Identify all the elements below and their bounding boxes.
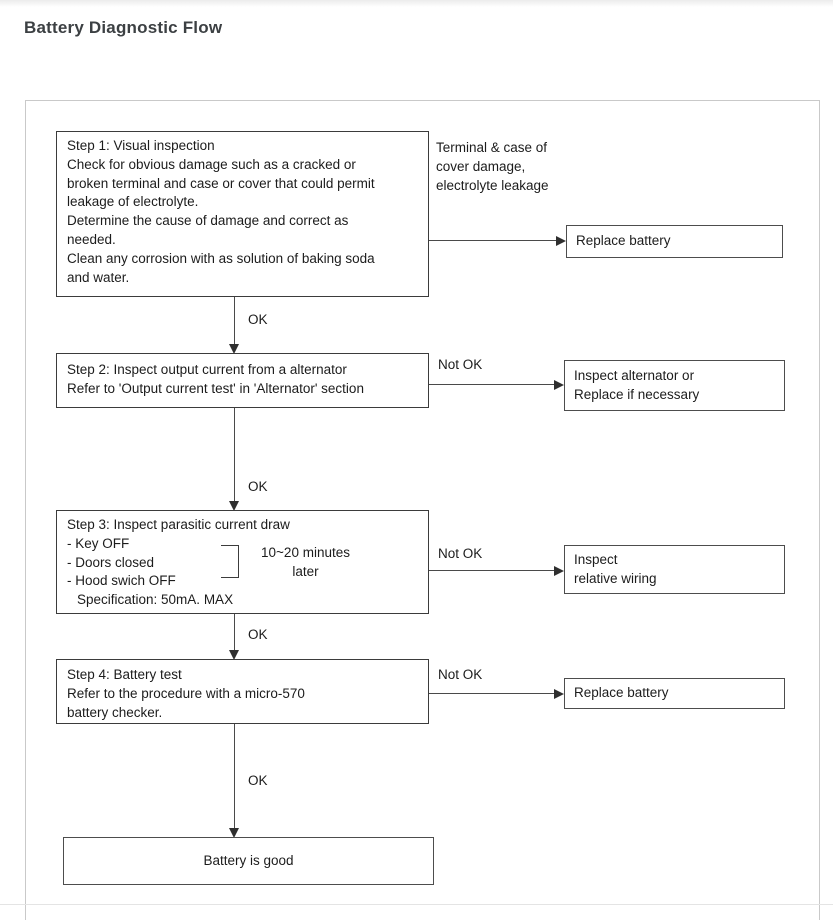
step3-bullet: - Key OFF	[67, 535, 130, 551]
connector-line	[234, 724, 236, 828]
outcome-text: Replace if necessary	[574, 386, 700, 402]
step3-title: Step 3: Inspect parasitic current draw	[67, 517, 290, 532]
step1-box: Step 1: Visual inspection Check for obvi…	[56, 131, 429, 297]
not-ok-label: Not OK	[438, 667, 483, 682]
outcome-text: Battery is good	[203, 852, 294, 868]
arrow-down-icon	[229, 344, 239, 354]
timer-note-line: 10~20 minutes	[261, 545, 350, 560]
arrow-down-icon	[229, 828, 239, 838]
arrow-down-icon	[229, 501, 239, 511]
connector-line	[234, 297, 236, 344]
step3-bullet: - Hood swich OFF	[67, 573, 176, 589]
step3-box: Step 3: Inspect parasitic current draw -…	[56, 510, 429, 614]
arrow-right-icon	[554, 566, 564, 576]
arrow-right-icon	[556, 236, 566, 246]
page-top-fade	[0, 0, 833, 7]
step1-text-line: Step 1: Visual inspection	[67, 138, 215, 153]
outcome-text: Inspect alternator or	[574, 368, 695, 383]
connector-line	[429, 570, 555, 572]
step1-text-line: Determine the cause of damage and correc…	[67, 213, 349, 229]
step2-text-line: Refer to 'Output current test' in 'Alter…	[67, 380, 364, 396]
outcome-text: Replace battery	[576, 233, 671, 249]
branch-note-line: cover damage,	[436, 158, 526, 174]
bracket-shape	[221, 545, 239, 578]
battery-good-box: Battery is good	[63, 837, 434, 885]
step1-text-line: leakage of electrolyte.	[67, 194, 199, 210]
ok-label: OK	[248, 479, 268, 494]
replace-battery-box-1: Replace battery	[566, 225, 783, 258]
arrow-right-icon	[554, 380, 564, 390]
step1-text-line: broken terminal and case or cover that c…	[67, 175, 375, 191]
page-title: Battery Diagnostic Flow	[24, 18, 223, 37]
inspect-alternator-box: Inspect alternator or Replace if necessa…	[564, 360, 785, 411]
page-bottom-divider	[0, 904, 833, 905]
step1-text-line: Check for obvious damage such as a crack…	[67, 156, 356, 172]
branch-condition-note: Terminal & case of cover damage, electro…	[436, 139, 596, 195]
step3-spec: Specification: 50mA. MAX	[77, 592, 234, 608]
step1-text-line: needed.	[67, 231, 116, 247]
connector-line	[429, 693, 555, 695]
connector-line	[234, 614, 236, 650]
step2-box: Step 2: Inspect output current from a al…	[56, 353, 429, 408]
timer-note: 10~20 minutes later	[248, 543, 363, 581]
not-ok-label: Not OK	[438, 357, 483, 372]
branch-note-line: Terminal & case of	[436, 140, 548, 155]
outcome-text: Replace battery	[574, 685, 669, 701]
step4-box: Step 4: Battery test Refer to the proced…	[56, 659, 429, 724]
outcome-text: Inspect	[574, 552, 618, 567]
replace-battery-box-2: Replace battery	[564, 678, 785, 709]
arrow-right-icon	[554, 689, 564, 699]
connector-line	[234, 408, 236, 501]
branch-note-line: electrolyte leakage	[436, 177, 549, 193]
step1-text-line: Clean any corrosion with as solution of …	[67, 250, 375, 266]
step4-text-line: battery checker.	[67, 704, 163, 720]
connector-line	[429, 384, 555, 386]
timer-note-line: later	[292, 564, 319, 579]
not-ok-label: Not OK	[438, 546, 483, 561]
step2-text-line: Step 2: Inspect output current from a al…	[67, 362, 347, 377]
ok-label: OK	[248, 627, 268, 642]
ok-label: OK	[248, 773, 268, 788]
step4-text-line: Refer to the procedure with a micro-570	[67, 685, 305, 701]
step1-text-line: and water.	[67, 269, 130, 285]
inspect-wiring-box: Inspect relative wiring	[564, 545, 785, 594]
ok-label: OK	[248, 312, 268, 327]
arrow-down-icon	[229, 650, 239, 660]
flowchart-frame: Step 1: Visual inspection Check for obvi…	[25, 100, 820, 920]
connector-line	[429, 240, 557, 242]
step4-text-line: Step 4: Battery test	[67, 667, 182, 682]
step3-bullet: - Doors closed	[67, 554, 155, 570]
outcome-text: relative wiring	[574, 570, 657, 586]
